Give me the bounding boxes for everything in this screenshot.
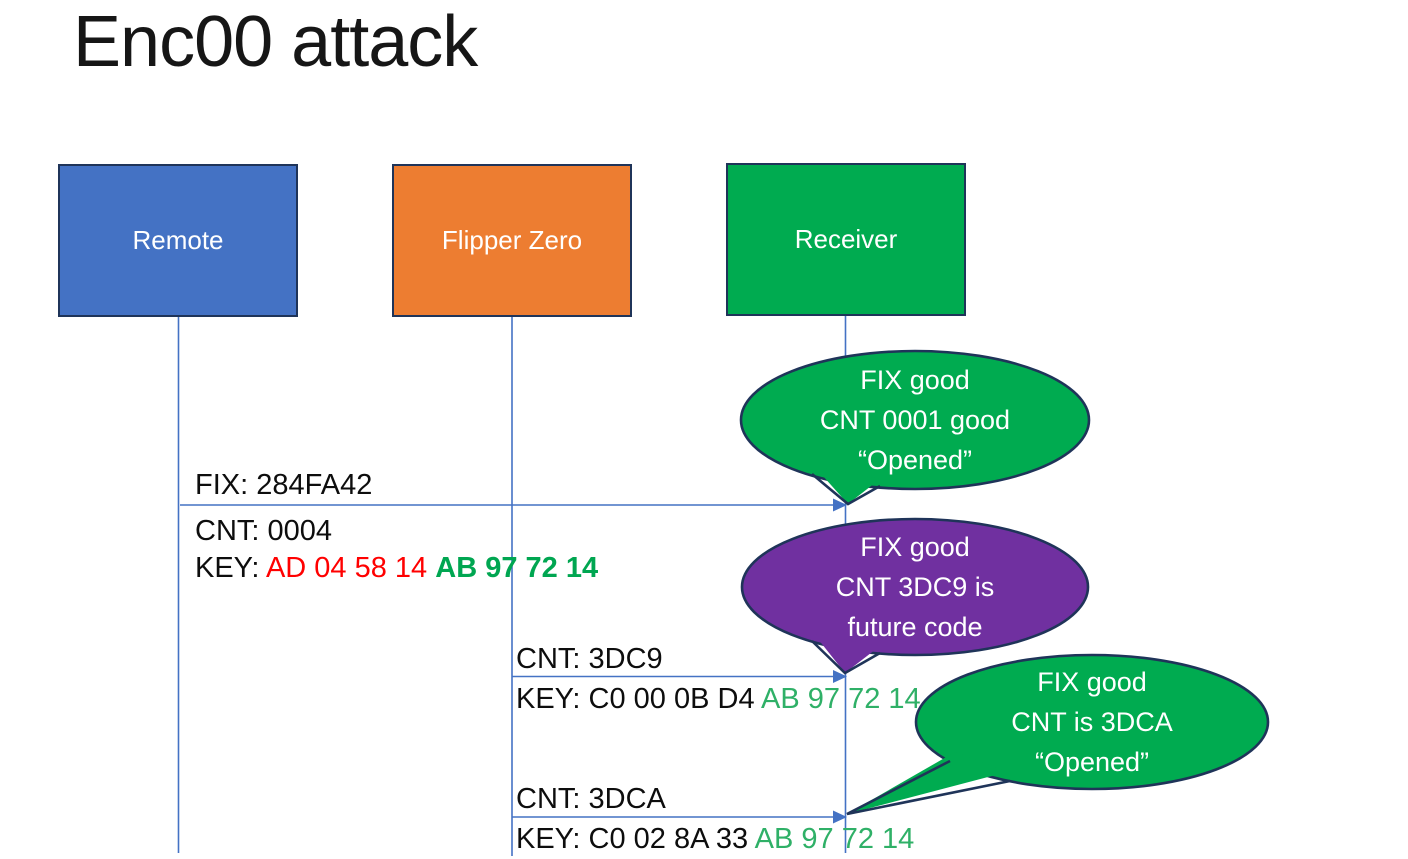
message-2-key-changing-bytes: C0 00 0B D4: [588, 683, 762, 715]
message-2-cnt-text: CNT: 3DC9: [516, 643, 663, 675]
callout-1-line-2: CNT 0001 good: [819, 405, 1011, 435]
callout-3-line-1: FIX good: [1037, 667, 1147, 697]
callout-1-line-3: “Opened”: [857, 445, 973, 475]
message-1-fix-line: FIX: 284FA42: [195, 468, 372, 502]
actor-box-receiver: Receiver: [726, 163, 966, 316]
callout-3-bubble: [914, 653, 1270, 791]
actor-box-flipper-zero: Flipper Zero: [392, 164, 632, 317]
callout-2-bubble: [740, 517, 1090, 657]
callout-3-tail-outline: [846, 759, 1011, 816]
message-1-key-line: KEY: AD 04 58 14 AB 97 72 14: [195, 551, 598, 585]
message-2-cnt-line: CNT: 3DC9: [516, 642, 663, 676]
arrowhead-3-icon: [833, 810, 847, 824]
callout-1-text: FIX good CNT 0001 good “Opened”: [741, 360, 1089, 480]
message-3-cnt-text: CNT: 3DCA: [516, 783, 666, 815]
arrowhead-1-icon: [833, 498, 847, 512]
actor-label-receiver: Receiver: [794, 224, 898, 254]
message-3-key-label: KEY:: [516, 823, 589, 855]
message-1-cnt-line: CNT: 0004: [195, 514, 332, 548]
callout-3-text: FIX good CNT is 3DCA “Opened”: [918, 662, 1266, 782]
message-1-key-fixed-bytes: AB 97 72 14: [435, 552, 599, 584]
callout-1-tail-outline: [811, 473, 881, 506]
callout-1-tail: [814, 466, 880, 504]
callout-2-line-2: CNT 3DC9 is: [835, 572, 995, 602]
slide-title: Enc00 attack: [73, 2, 478, 82]
callout-3-tail: [847, 752, 1007, 814]
callout-1-line-1: FIX good: [860, 365, 970, 395]
arrowhead-2-icon: [833, 670, 847, 683]
message-1-key-changing-bytes: AD 04 58 14: [265, 552, 436, 584]
message-2-key-fixed-bytes: AB 97 72 14: [761, 683, 921, 715]
callout-2-text: FIX good CNT 3DC9 is future code: [741, 527, 1089, 647]
actor-label-flipper-zero: Flipper Zero: [441, 225, 583, 255]
message-3-cnt-line: CNT: 3DCA: [516, 782, 666, 816]
message-3-key-changing-bytes: C0 02 8A 33: [588, 823, 755, 855]
callout-2-tail-outline: [811, 640, 881, 675]
callout-2-tail: [814, 634, 880, 673]
callout-1-bubble: [739, 349, 1091, 491]
message-1-fix-text: FIX: 284FA42: [195, 469, 373, 501]
message-1-cnt-text: CNT: 0004: [195, 515, 333, 547]
actor-label-remote: Remote: [132, 225, 224, 255]
callout-3-line-2: CNT is 3DCA: [1011, 707, 1173, 737]
message-2-key-line: KEY: C0 00 0B D4 AB 97 72 14: [516, 682, 921, 716]
message-1-key-label: KEY:: [195, 552, 266, 584]
actor-box-remote: Remote: [58, 164, 298, 317]
message-3-key-line: KEY: C0 02 8A 33 AB 97 72 14: [516, 822, 914, 856]
message-3-key-fixed-bytes: AB 97 72 14: [754, 823, 915, 855]
callout-3-line-3: “Opened”: [1034, 747, 1150, 777]
callout-2-line-1: FIX good: [860, 532, 970, 562]
message-2-key-label: KEY:: [516, 683, 589, 715]
callout-2-line-3: future code: [847, 612, 983, 642]
